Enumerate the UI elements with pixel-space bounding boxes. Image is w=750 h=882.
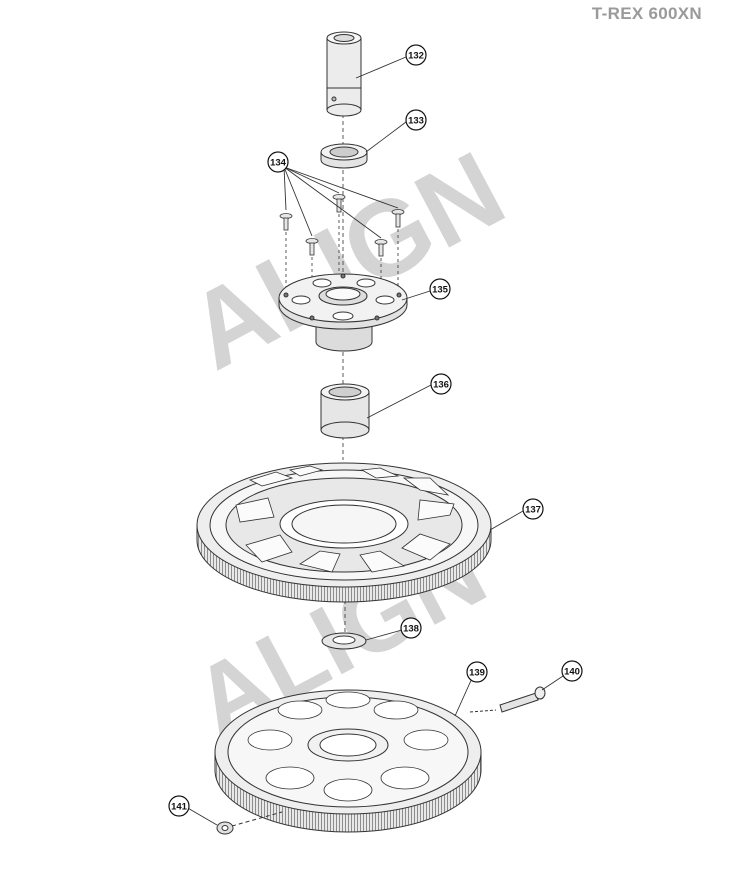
svg-text:137: 137 bbox=[525, 505, 541, 516]
callout-135: 135 bbox=[429, 278, 451, 300]
svg-text:132: 132 bbox=[408, 51, 424, 62]
main-gear-part bbox=[196, 462, 492, 603]
leader-lines bbox=[185, 56, 567, 826]
callout-133: 133 bbox=[405, 109, 427, 131]
callout-132: 132 bbox=[405, 44, 427, 66]
callout-141: 141 bbox=[168, 795, 190, 817]
callout-140: 140 bbox=[561, 660, 583, 682]
svg-text:141: 141 bbox=[171, 802, 188, 813]
bolt-part bbox=[469, 686, 546, 713]
one-way-bearing-part bbox=[320, 383, 370, 439]
svg-text:134: 134 bbox=[270, 158, 287, 169]
callout-138: 138 bbox=[400, 617, 422, 639]
svg-text:140: 140 bbox=[564, 667, 580, 678]
callout-134: 134 bbox=[267, 151, 289, 173]
gear-hub-part bbox=[278, 273, 408, 352]
svg-text:135: 135 bbox=[432, 285, 449, 296]
lower-gear-part bbox=[214, 689, 482, 833]
main-shaft-part bbox=[326, 31, 362, 117]
svg-text:133: 133 bbox=[408, 116, 424, 127]
callout-137: 137 bbox=[522, 498, 544, 520]
callout-139: 139 bbox=[466, 661, 488, 683]
svg-text:136: 136 bbox=[433, 380, 449, 391]
model-title: T-REX 600XN bbox=[591, 4, 702, 23]
svg-text:138: 138 bbox=[403, 624, 419, 635]
svg-text:139: 139 bbox=[469, 668, 485, 679]
callout-136: 136 bbox=[430, 373, 452, 395]
nut-part bbox=[216, 811, 283, 835]
washer-part bbox=[321, 632, 367, 650]
bearing-part bbox=[320, 143, 368, 169]
